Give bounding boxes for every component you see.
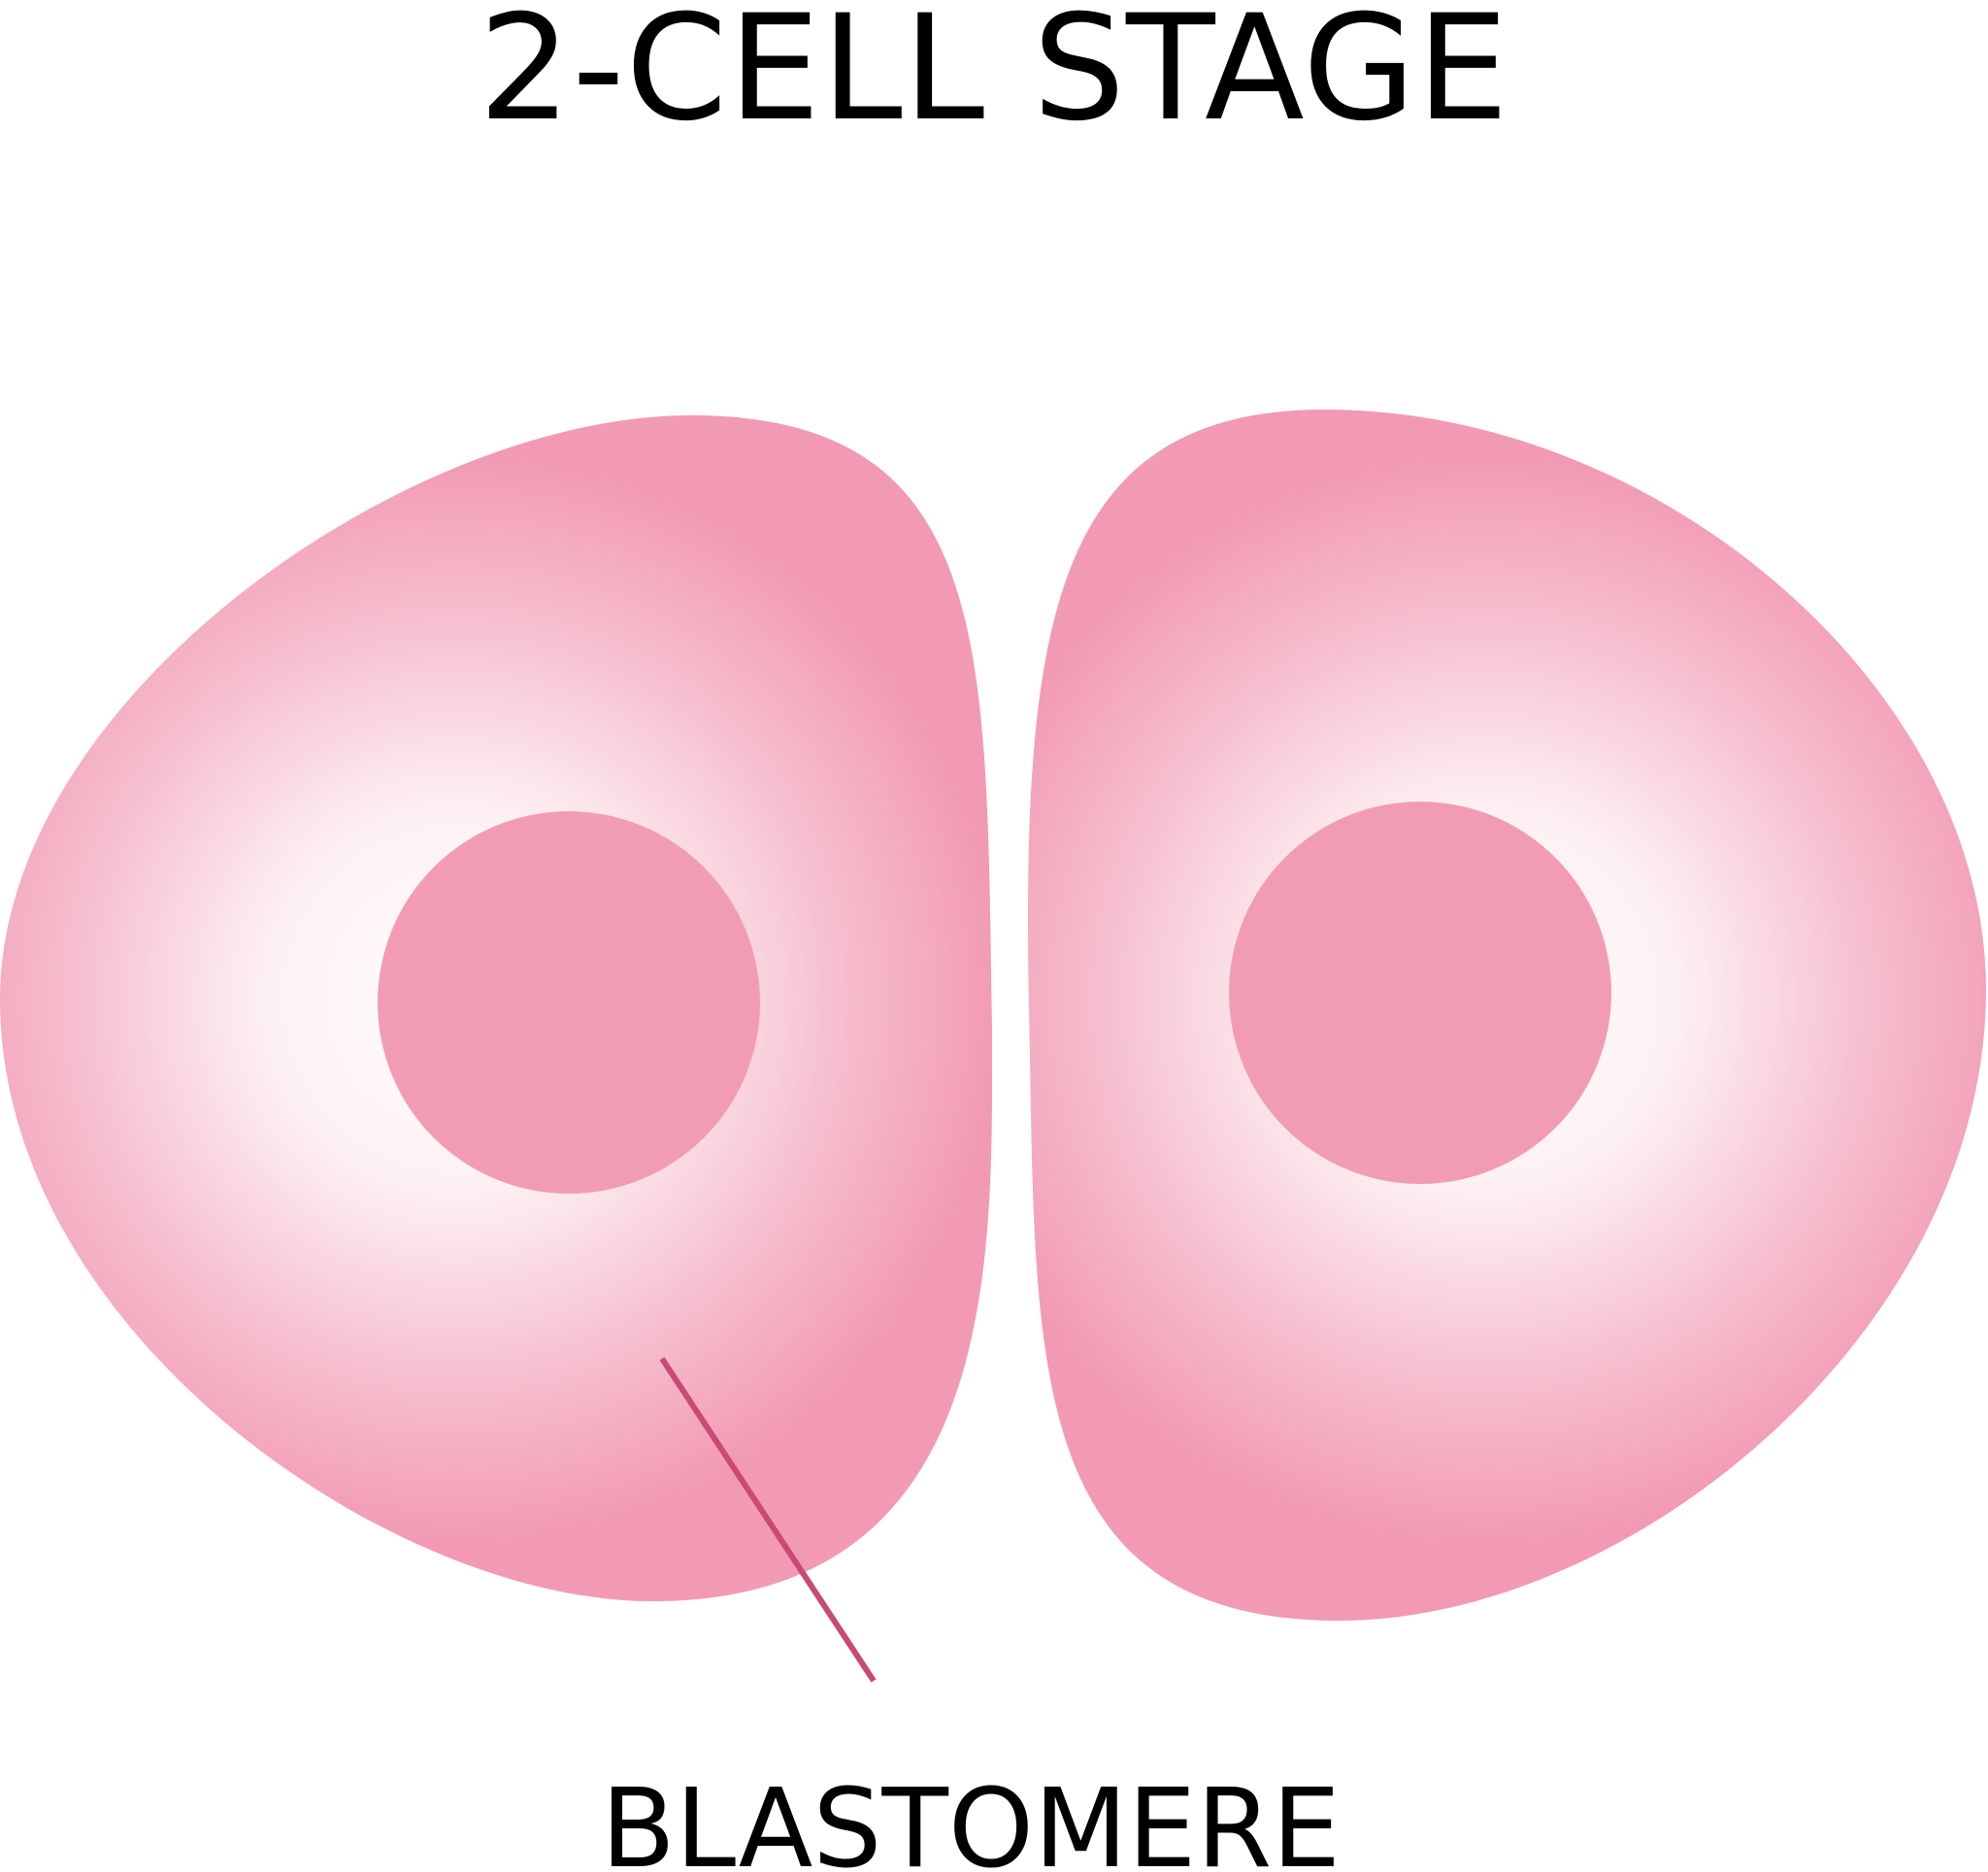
blastomere-leader-line (659, 1357, 877, 1683)
left-nucleus (378, 811, 760, 1194)
right-nucleus (1229, 802, 1611, 1184)
blastomere-label: BLASTOMERE (601, 1766, 1341, 1872)
diagram-title: 2-CELL STAGE (479, 0, 1509, 153)
